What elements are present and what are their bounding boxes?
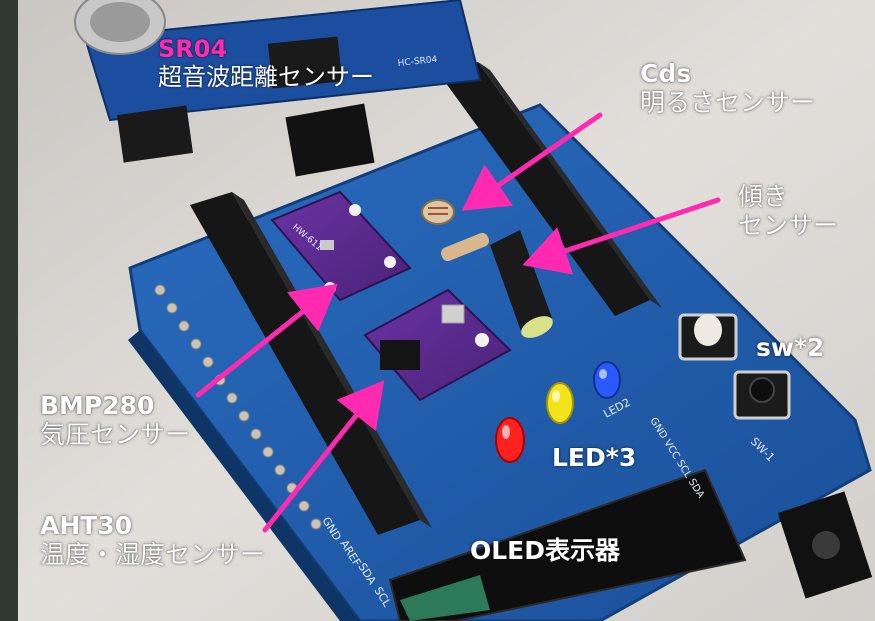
pcb-edge — [128, 330, 360, 621]
label-sr04: SR04 超音波距離センサー — [158, 35, 374, 91]
label-aht30-name: AHT30 — [40, 511, 133, 540]
label-tilt: 傾き センサー — [738, 182, 839, 241]
arrow-tilt — [522, 197, 721, 275]
label-bmp280-name: BMP280 — [40, 391, 155, 420]
label-oled-text: OLED表示器 — [470, 536, 621, 565]
cds-sensor — [421, 199, 455, 225]
label-sr04-name: SR04 — [158, 35, 228, 63]
label-tilt-line1: 傾き — [738, 182, 789, 211]
led-blue — [593, 361, 621, 399]
led-yellow — [546, 382, 574, 424]
label-oled: OLED表示器 — [470, 536, 621, 566]
sr04-module: HC-SR04 — [74, 0, 482, 177]
left-dark-edge — [0, 0, 18, 621]
label-tilt-line2: センサー — [738, 210, 839, 240]
sr04-module-label: HC-SR04 — [397, 55, 438, 69]
label-cds-name: Cds — [640, 59, 692, 88]
dc-jack — [777, 491, 873, 599]
pin-pads-left — [154, 284, 322, 530]
label-led-text: LED*3 — [552, 443, 637, 472]
label-led: LED*3 — [552, 443, 637, 473]
tilt-sensor — [490, 230, 553, 338]
arrow-aht30 — [262, 380, 385, 533]
arrow-bmp280 — [195, 283, 338, 398]
label-cds-desc: 明るさセンサー — [640, 87, 816, 117]
led-red — [495, 417, 525, 463]
header-left — [190, 192, 432, 535]
label-bmp280: BMP280 気圧センサー — [40, 391, 191, 450]
label-bmp280-desc: 気圧センサー — [40, 419, 191, 449]
header-right — [440, 62, 662, 316]
aht30-module — [363, 288, 512, 402]
switch-1 — [678, 313, 738, 361]
label-sw-text: sw*2 — [756, 333, 825, 362]
annotation-arrows — [195, 112, 721, 533]
resistor — [441, 232, 489, 262]
label-aht30-desc: 温度・湿度センサー — [40, 539, 266, 569]
label-sr04-desc: 超音波距離センサー — [158, 62, 374, 91]
arrow-cds — [461, 112, 603, 211]
label-sw: sw*2 — [756, 333, 825, 363]
label-cds: Cds 明るさセンサー — [640, 59, 816, 118]
label-aht30: AHT30 温度・湿度センサー — [40, 511, 266, 570]
